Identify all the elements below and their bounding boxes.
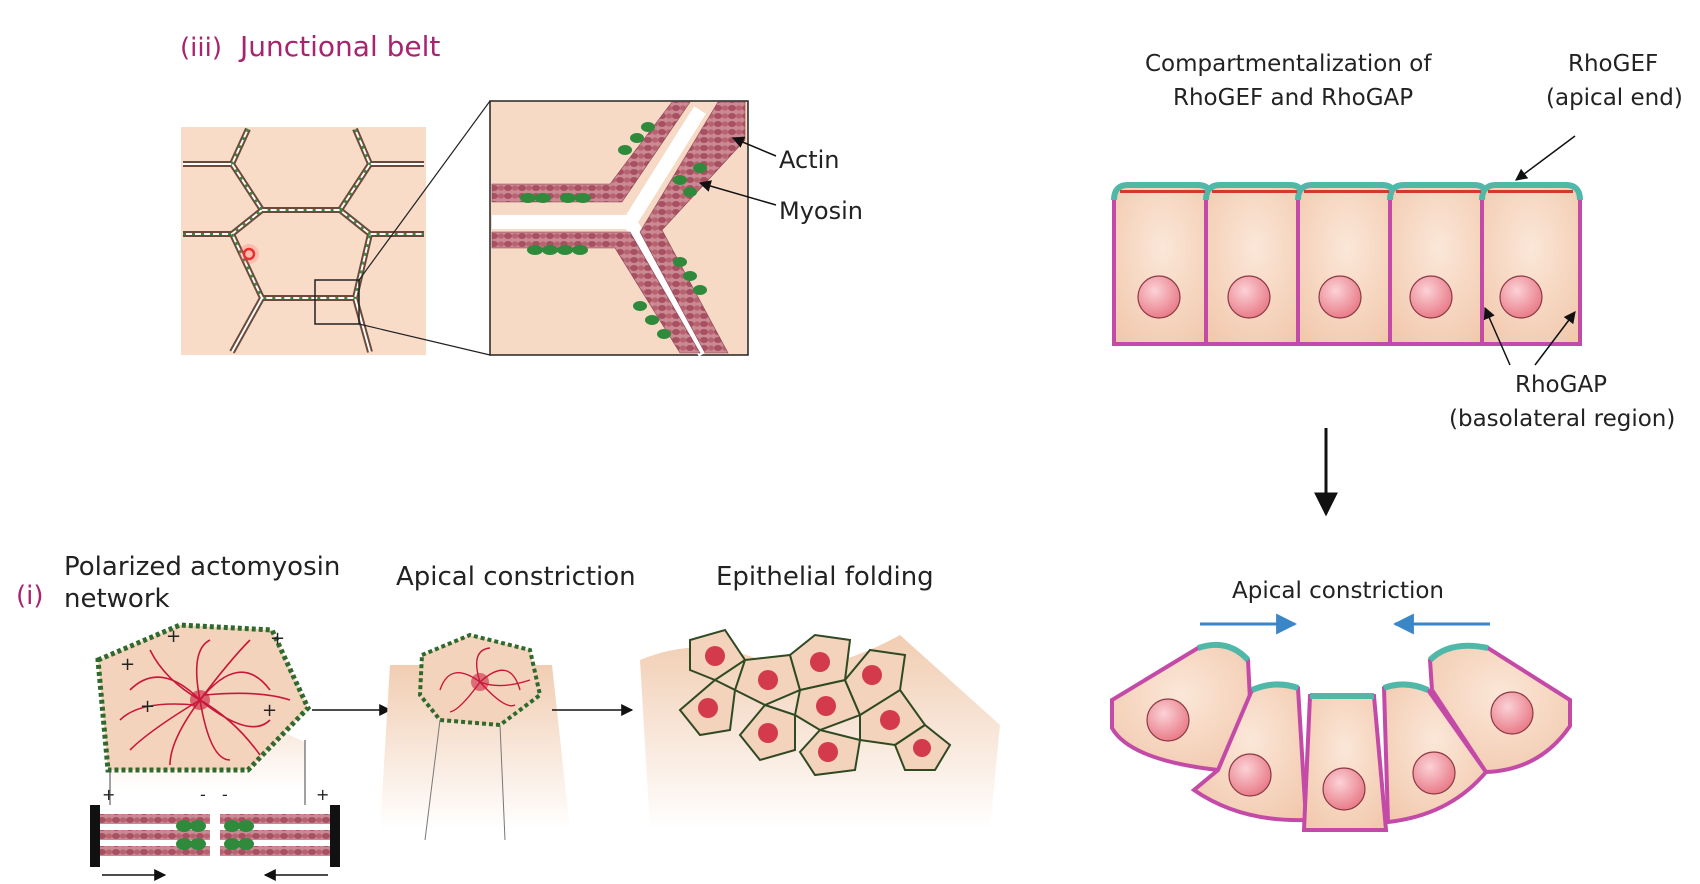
flat-cell-5 xyxy=(1479,182,1583,346)
rho-panel: Compartmentalization of RhoGEF and RhoGA… xyxy=(1110,51,1683,832)
svg-text:-: - xyxy=(222,785,228,804)
flat-cell-1 xyxy=(1111,182,1215,346)
apical-rho-dots xyxy=(1120,190,1573,193)
zoom-box xyxy=(314,279,360,325)
myosin-label: Myosin xyxy=(779,197,863,225)
svg-text:+: + xyxy=(316,785,329,804)
folded-epithelium xyxy=(640,628,1000,830)
zoomed-junction: Actin Myosin xyxy=(489,100,863,357)
junctional-belt-title: Junctional belt xyxy=(238,30,440,63)
flat-cell-3 xyxy=(1295,182,1399,346)
curved-cell-1 xyxy=(1110,642,1253,773)
svg-text:+: + xyxy=(102,785,115,804)
curved-epithelium xyxy=(1110,642,1572,832)
svg-text:-: - xyxy=(200,785,206,804)
svg-text:+: + xyxy=(262,700,277,721)
rhogap-label-line1: RhoGAP xyxy=(1515,372,1607,398)
plus-signs: + + + + + + + - - xyxy=(102,626,329,804)
network-title-line2: network xyxy=(64,584,170,614)
svg-text:+: + xyxy=(140,696,155,717)
svg-text:+: + xyxy=(270,628,285,649)
polarized-network-panel: (i) Polarized actomyosin network Apical … xyxy=(16,552,1000,881)
myosin-cluster-1 xyxy=(520,193,591,203)
curved-cell-4 xyxy=(1381,681,1489,825)
large-cell: + + + + + + + - - xyxy=(95,622,329,805)
flat-cell-4 xyxy=(1387,182,1491,346)
junctional-belt-panel-label: (iii) xyxy=(180,33,222,63)
sarcomere-unit xyxy=(90,805,340,881)
actin-label: Actin xyxy=(779,146,839,174)
actomyosin-filaments xyxy=(119,639,291,766)
svg-text:+: + xyxy=(120,654,135,675)
curved-cell-3 xyxy=(1301,693,1389,832)
folding-step-title: Epithelial folding xyxy=(716,562,934,592)
flat-cell-2 xyxy=(1203,182,1307,346)
hexagon-lattice xyxy=(181,100,491,356)
svg-text:+: + xyxy=(166,626,181,647)
rhogap-label-line2: (basolateral region) xyxy=(1449,406,1675,432)
apical-constriction-label: Apical constriction xyxy=(1232,578,1444,604)
constriction-step-title: Apical constriction xyxy=(396,562,636,592)
rho-title-line2: RhoGEF and RhoGAP xyxy=(1173,85,1413,111)
constricted-cell xyxy=(380,632,570,841)
curved-cell-5 xyxy=(1427,642,1572,775)
flat-epithelium xyxy=(1111,182,1583,346)
polarized-panel-label: (i) xyxy=(16,581,44,611)
rhogef-label-line2: (apical end) xyxy=(1546,85,1683,111)
junctional-belt-panel: (iii) Junctional belt xyxy=(180,30,863,357)
network-title-line1: Polarized actomyosin xyxy=(64,552,340,582)
rhogef-label-line1: RhoGEF xyxy=(1568,51,1658,77)
curved-cell-2 xyxy=(1190,681,1309,823)
rho-title-line1: Compartmentalization of xyxy=(1145,51,1432,77)
